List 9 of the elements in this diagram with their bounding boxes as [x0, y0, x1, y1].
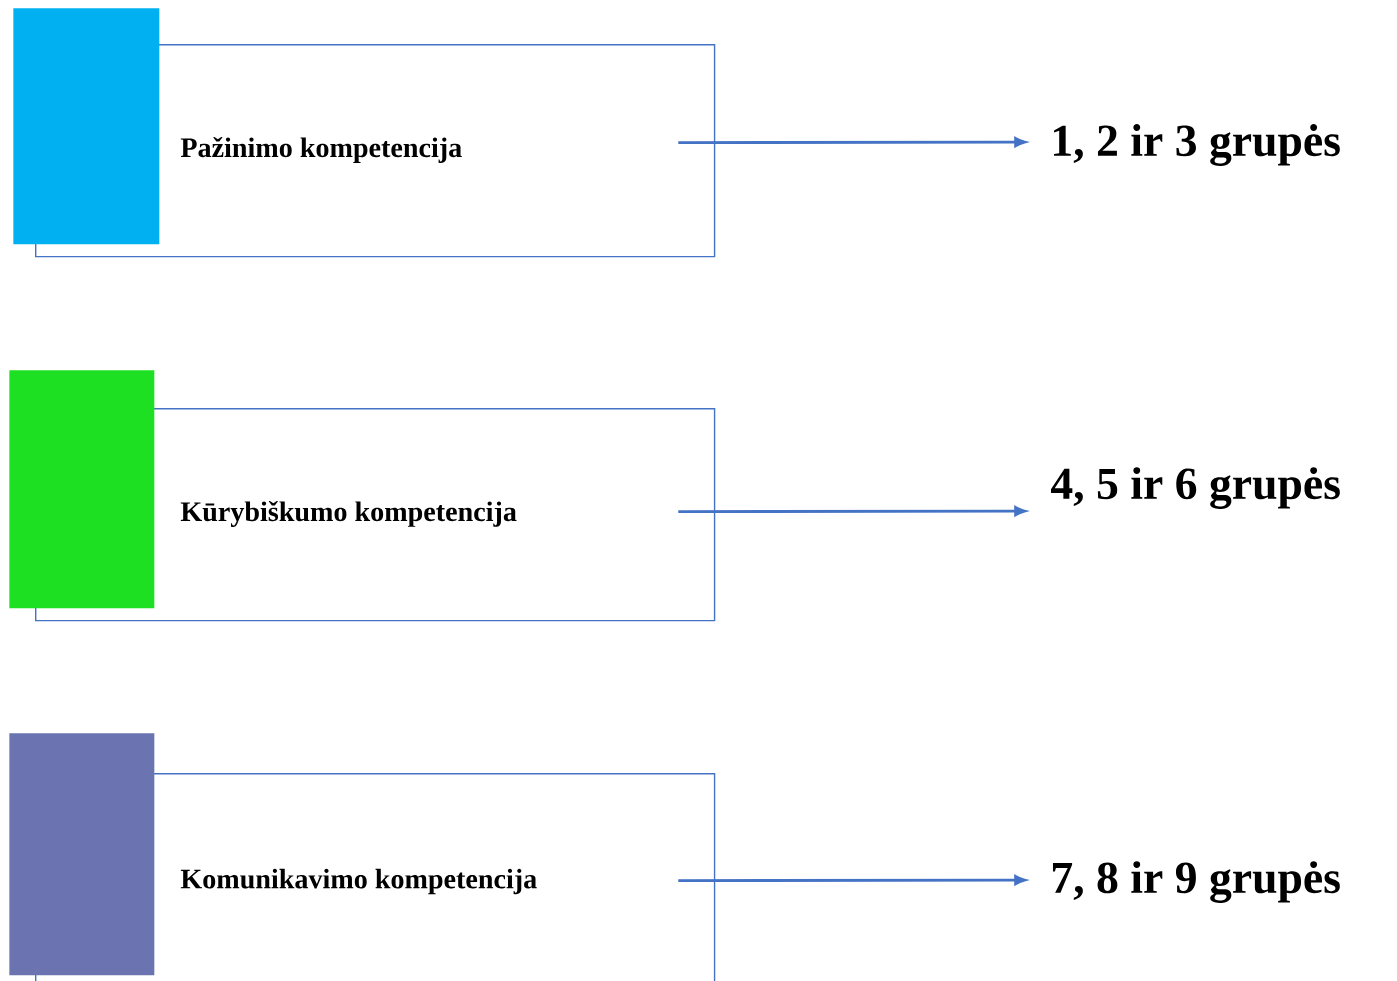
box-label: Komunikavimo kompetencija	[180, 868, 537, 895]
color-block	[13, 8, 160, 245]
group-label: 7, 8 ir 9 grupės	[1053, 861, 1340, 903]
color-block	[9, 733, 155, 976]
color-block	[9, 370, 155, 609]
box-label: Pažinimo kompetencija	[180, 137, 462, 163]
group-label: 1, 2 ir 3 grupės	[1054, 124, 1340, 166]
box-label: Kūrybiškumo kompetencija	[180, 501, 517, 527]
group-label: 4, 5 ir 6 grupės	[1051, 467, 1340, 509]
